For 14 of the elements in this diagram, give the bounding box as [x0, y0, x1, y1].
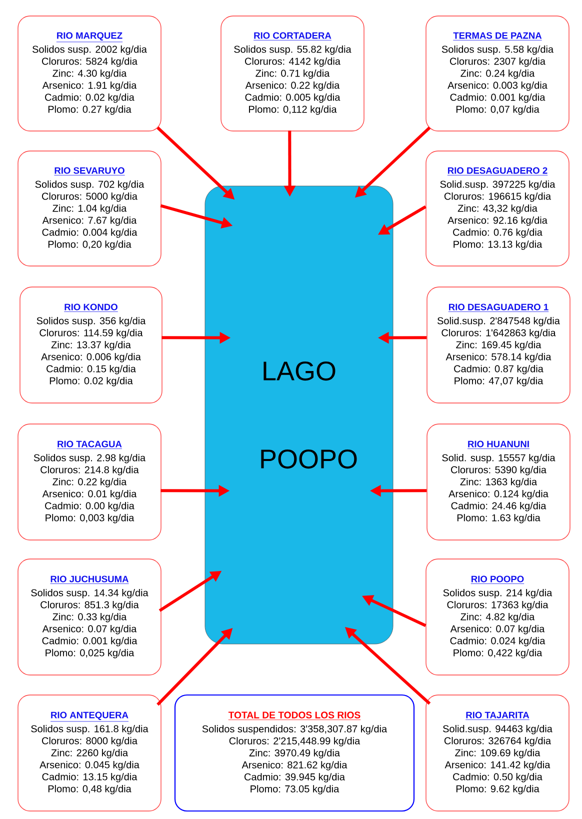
river-box: TERMAS DE PAZNA Solidos susp. 5.58 kg/dia Cloruros: 2307 kg/dia Zinc: 0.24 kg/dia Arsenico: 0.003 kg/dia Cadmio: 0.001 kg/dia Plomo: 0,07 kg/dia [426, 16, 570, 132]
river-box: RIO KONDO Solidos susp. 356 kg/dia Cloruros: 114.59 kg/dia Zinc: 13.37 kg/dia Arsenico: 0.006 kg/dia Cadmio: 0.15 kg/dia Plomo: 0.02 kg/dia [20, 286, 162, 404]
river-box: RIO POOPO Solidos susp. 214 kg/dia Cloruros: 17363 kg/dia Zinc: 4.82 kg/dia Arsenico: 0.07 kg/dia Cadmio: 0.024 kg/dia Plomo: 0,422 kg/dia [426, 558, 570, 676]
total-box: TOTAL DE TODOS LOS RIOS Solidos suspendidos: 3'358,307.87 kg/dia Cloruros: 2'215,448.99 kg/dia Zinc: 3970.49 kg/dia Arsenico: 821.62 kg/dia Cadmio: 39.945 kg/dia Plomo: 73.05 kg/dia [174, 694, 415, 812]
river-box: RIO HUANUNI Solid. susp. 15557 kg/dia Cloruros: 5390 kg/dia Zinc: 1363 kg/dia Arsenico: 0.124 kg/dia Cadmio: 24.46 kg/dia Plomo: 1.63 kg/dia [426, 424, 570, 540]
river-box: RIO DESAGUADERO 2 Solid.susp. 397225 kg/dia Cloruros: 196615 kg/dia Zinc: 43,32 kg/dia Arsenico: 92.16 kg/dia Cadmio: 0.76 kg/dia Plomo: 13.13 kg/dia [426, 150, 570, 266]
river-box: RIO MARQUEZ Solidos susp. 2002 kg/dia Cloruros: 5824 kg/dia Zinc: 4.30 kg/dia Arsenico: 1.91 kg/dia Cadmio: 0.02 kg/dia Plomo: 0.27 kg/dia [18, 16, 162, 132]
river-box: RIO ANTEQUERA Solidos susp. 161.8 kg/dia Cloruros: 8000 kg/dia Zinc: 2260 kg/dia Arsenico: 0.045 kg/dia Cadmio: 13.15 kg/dia Plomo: 0,48 kg/dia [18, 694, 162, 812]
river-box: RIO TACAGUA Solidos susp. 2.98 kg/dia Cloruros: 214.8 kg/dia Zinc: 0.22 kg/dia Arsenico: 0.01 kg/dia Cadmio: 0.00 kg/dia Plomo: 0,003 kg/dia [18, 424, 162, 540]
river-box: RIO TAJARITA Solid.susp. 94463 kg/dia Cloruros: 326764 kg/dia Zinc: 109.69 kg/dia Arsenico: 141.42 kg/dia Cadmio: 0.50 kg/dia Plomo: 9.62 kg/dia [426, 694, 570, 812]
river-box: RIO CORTADERA Solidos susp. 55.82 kg/dia Cloruros: 4142 kg/dia Zinc: 0.71 kg/dia Arsenico: 0.22 kg/dia Cadmio: 0.005 kg/dia Plomo: 0,112 kg/dia [220, 16, 364, 132]
river-box: RIO SEVARUYO Solidos susp. 702 kg/dia Cloruros: 5000 kg/dia Zinc: 1.04 kg/dia Arsenico: 7.67 kg/dia Cadmio: 0.004 kg/dia Plomo: 0,20 kg/dia [18, 150, 162, 266]
river-box: RIO DESAGUADERO 1 Solid.susp. 2'847548 kg/dia Cloruros: 1'642863 kg/dia Zinc: 169.45 kg/dia Arsenico: 578.14 kg/dia Cadmio: 0.87 kg/dia Plomo: 47,07 kg/dia [426, 286, 570, 404]
river-box: RIO JUCHUSUMA Solidos susp. 14.34 kg/dia Cloruros: 851.3 kg/dia Zinc: 0.33 kg/dia Arsenico: 0.07 kg/dia Cadmio: 0.001 kg/dia Plomo: 0,025 kg/dia [18, 558, 162, 676]
